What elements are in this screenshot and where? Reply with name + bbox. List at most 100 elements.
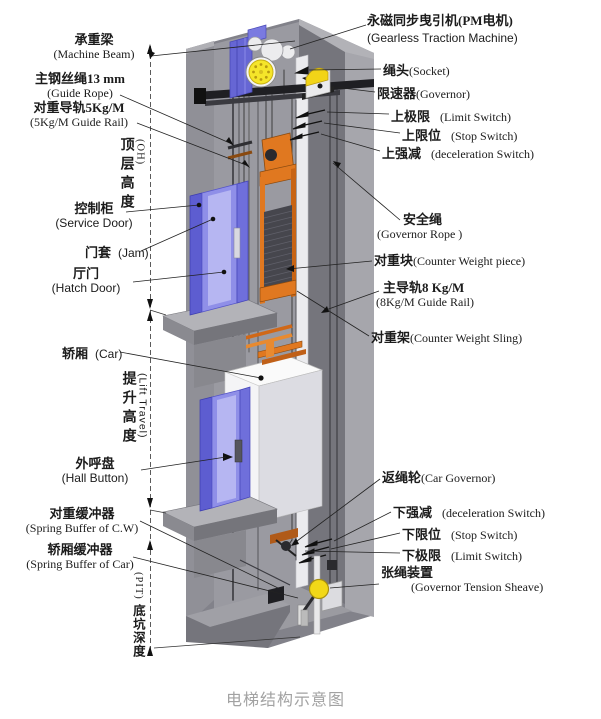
label-main-rail-en: (8Kg/M Guide Rail) [376, 294, 474, 309]
label-machine-beam-cn: 承重梁 [74, 32, 114, 47]
label-car-buffer-cn: 轿厢缓冲器 [47, 542, 113, 557]
label-car: 轿厢 (Car) [62, 345, 122, 363]
landing-slab-2 [162, 494, 278, 578]
rail-brackets [227, 140, 293, 349]
label-lift-travel: 提升高度 (Lift Travel) [120, 371, 149, 481]
label-tension-sheave-en: (Governor Tension Sheave) [411, 579, 544, 594]
label-rope-socket-cn: 绳头 [383, 63, 410, 78]
label-governor-rope-cn: 安全绳 [403, 212, 443, 227]
label-cw-sling-en: (Counter Weight Sling) [410, 331, 523, 345]
label-pit-depth: (PIT) 底坑深度 [129, 570, 147, 660]
label-cw-buffer-en: (Spring Buffer of C.W) [25, 520, 139, 535]
label-main-rail-cn: 主导轨8 Kg/M [383, 280, 465, 295]
label-cw-guide-rail: 对重导轨5Kg/M (5Kg/M Guide Rail) [20, 100, 138, 129]
label-service-door-en: (Service Door) [55, 215, 133, 230]
counterweight-drawing [259, 132, 297, 304]
label-guide-rope: 主钢丝绳13 mm (Guide Rope) [25, 71, 135, 100]
label-hall-button-cn: 外呼盘 [75, 456, 115, 471]
label-guide-rope-en: (Guide Rope) [47, 85, 113, 100]
label-traction-machine-cn: 永磁同步曳引机(PM电机) [367, 13, 513, 28]
label-governor-cn: 限速器 [377, 86, 417, 101]
label-governor-rope-en: (Governor Rope ) [377, 226, 463, 241]
governor-drawing [302, 67, 334, 100]
upper-door-drawing [189, 180, 249, 316]
label-service-door-cn: 控制柜 [74, 201, 114, 216]
label-hall-button: 外呼盘 (Hall Button) [50, 456, 140, 485]
label-car-buffer: 轿厢缓冲器 (Spring Buffer of Car) [16, 542, 144, 571]
label-upper-limit-en: (Limit Switch) [440, 110, 512, 124]
label-jamb-cn: 门套 [85, 245, 112, 260]
label-hatch-door: 厅门 (Hatch Door) [30, 266, 142, 295]
label-lower-dec-cn: 下强减 [393, 505, 433, 520]
label-overhead-cn: 顶层高度 [118, 137, 134, 213]
label-rope-socket-en: (Socket) [409, 64, 450, 78]
label-car-governor-en: (Car Governor) [421, 471, 496, 485]
lower-door-drawing [199, 386, 251, 512]
label-pit-depth-en: (PIT) [132, 572, 144, 600]
label-upper-dec-cn: 上强减 [382, 146, 422, 161]
label-cw-sling: 对重架(Counter Weight Sling) [371, 329, 522, 347]
label-jamb: 门套 (Jam) [85, 244, 149, 262]
label-main-rail: 主导轨8 Kg/M (8Kg/M Guide Rail) [376, 280, 474, 309]
label-upper-limit-cn: 上极限 [391, 109, 431, 124]
label-machine-beam: 承重梁 (Machine Beam) [43, 32, 145, 61]
label-lower-dec: 下强减 (deceleration Switch) [393, 504, 545, 522]
label-traction-machine-en: (Gearless Traction Machine) [367, 30, 518, 45]
leader-lines [119, 24, 401, 599]
hall-button-panel [234, 439, 243, 463]
label-upper-stop: 上限位 (Stop Switch) [402, 127, 517, 145]
label-governor-en: (Governor) [416, 87, 470, 101]
label-cw-piece-cn: 对重块 [374, 253, 414, 268]
label-lower-stop-en: (Stop Switch) [451, 528, 518, 542]
label-car-buffer-en: (Spring Buffer of Car) [26, 556, 134, 571]
traction-machine-drawing [229, 24, 296, 99]
label-hatch-door-cn: 厅门 [72, 266, 99, 281]
label-lower-limit: 下极限 (Limit Switch) [402, 547, 522, 565]
label-lower-stop-cn: 下限位 [402, 527, 442, 542]
label-jamb-en: (Jam) [118, 246, 149, 260]
leader-arrowheads [148, 50, 341, 546]
label-car-governor-cn: 返绳轮 [382, 470, 422, 485]
upper-switch-markers [289, 66, 326, 141]
label-lower-dec-en: (deceleration Switch) [442, 506, 545, 520]
label-upper-dec: 上强减 (deceleration Switch) [382, 145, 534, 163]
label-guide-rope-cn: 主钢丝绳13 mm [35, 71, 125, 86]
label-governor: 限速器(Governor) [377, 85, 470, 103]
label-cw-buffer-cn: 对重缓冲器 [49, 506, 115, 521]
label-lower-stop: 下限位 (Stop Switch) [402, 526, 517, 544]
car-governor-pulley-drawing [239, 528, 298, 586]
label-cw-guide-rail-cn: 对重导轨5Kg/M [33, 100, 125, 115]
label-machine-beam-en: (Machine Beam) [53, 46, 135, 61]
label-lift-travel-en: (Lift Travel) [136, 373, 149, 439]
label-car-en: (Car) [95, 347, 123, 361]
label-governor-rope: 安全绳 (Governor Rope ) [377, 212, 463, 241]
label-overhead-en: (OH) [134, 139, 146, 166]
label-lift-travel-cn: 提升高度 [120, 371, 136, 447]
label-tension-sheave: 张绳装置 (Governor Tension Sheave) [381, 565, 544, 594]
label-upper-limit: 上极限 (Limit Switch) [391, 108, 511, 126]
diagram-caption: 电梯结构示意图 [226, 692, 346, 709]
label-overhead: 顶层高度 (OH) [118, 137, 146, 247]
label-upper-dec-en: (deceleration Switch) [431, 147, 534, 161]
label-cw-sling-cn: 对重架 [371, 330, 411, 345]
label-cw-piece-en: (Counter Weight piece) [413, 254, 526, 268]
label-pit-depth-cn: 底坑深度 [130, 603, 145, 658]
label-car-governor: 返绳轮(Car Governor) [382, 469, 495, 487]
label-car-cn: 轿厢 [62, 346, 89, 361]
label-cw-piece: 对重块(Counter Weight piece) [374, 252, 525, 270]
label-hall-button-en: (Hall Button) [61, 470, 129, 485]
label-tension-sheave-cn: 张绳装置 [381, 565, 434, 580]
label-hatch-door-en: (Hatch Door) [51, 280, 121, 295]
leader-dots [196, 202, 264, 381]
label-lower-limit-cn: 下极限 [402, 548, 442, 563]
label-cw-guide-rail-en: (5Kg/M Guide Rail) [30, 114, 128, 129]
label-upper-stop-cn: 上限位 [402, 128, 442, 143]
label-rope-socket: 绳头(Socket) [383, 62, 450, 80]
tension-sheave-drawing [300, 555, 343, 635]
label-lower-limit-en: (Limit Switch) [451, 549, 523, 563]
label-traction-machine: 永磁同步曳引机(PM电机) (Gearless Traction Machine… [367, 13, 518, 45]
label-upper-stop-en: (Stop Switch) [451, 129, 518, 143]
label-service-door: 控制柜 (Service Door) [43, 201, 145, 230]
